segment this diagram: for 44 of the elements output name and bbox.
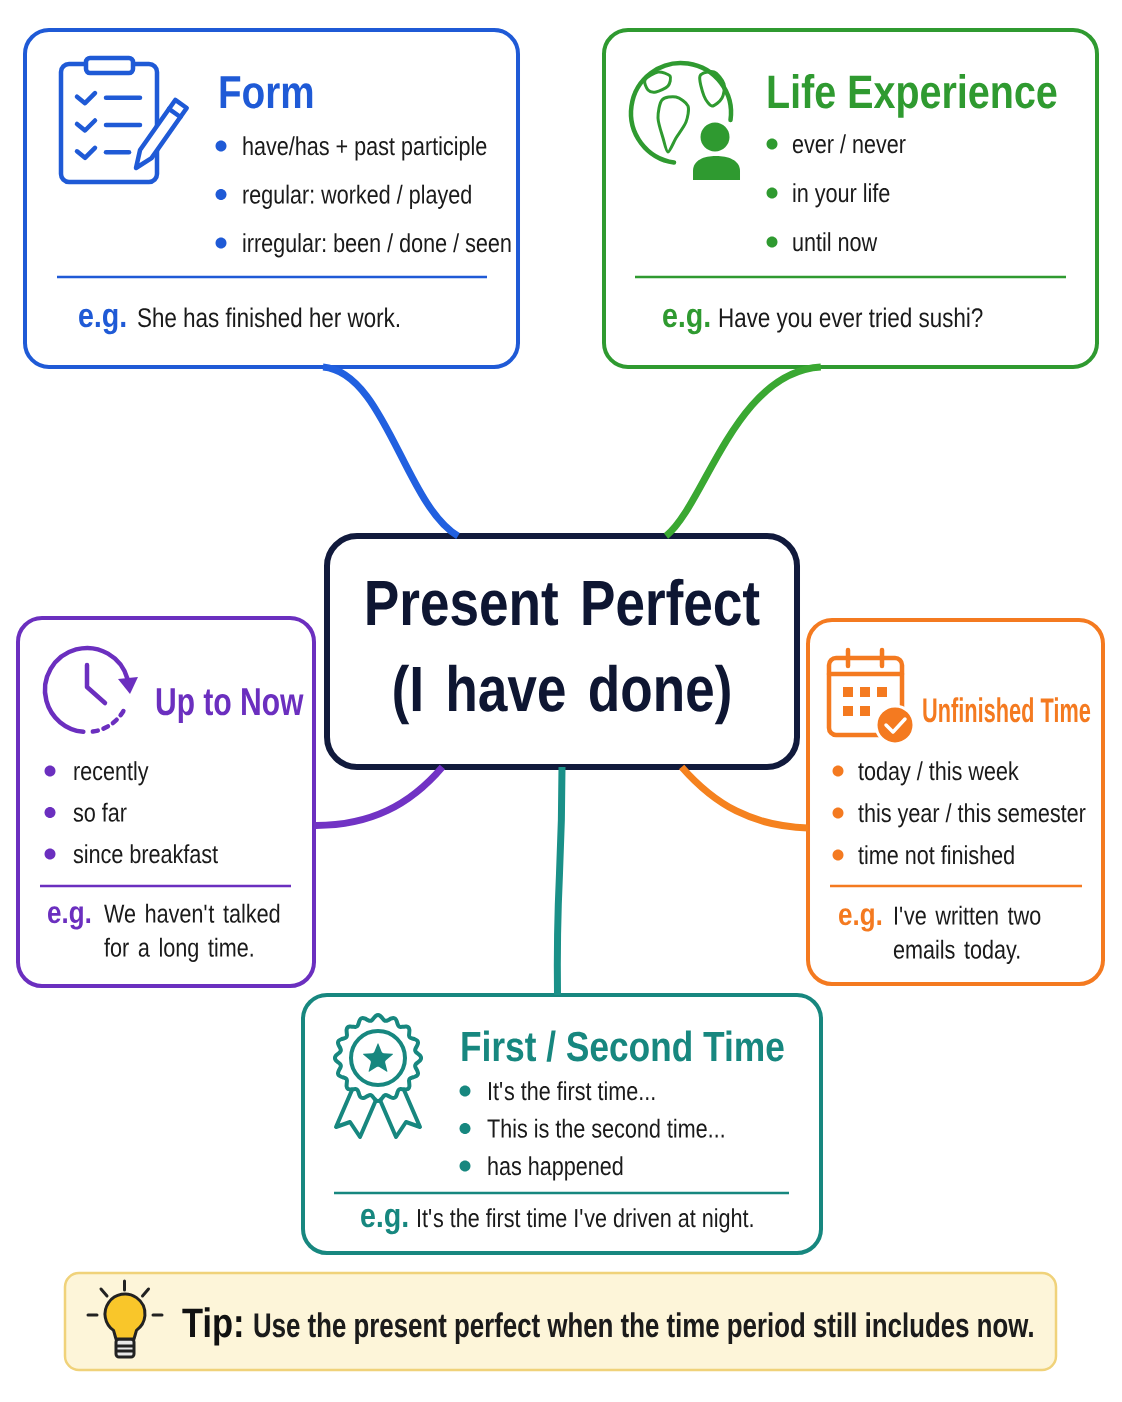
example-sentence: I've written two emails today. (893, 905, 1041, 964)
example-label: e.g. (361, 1208, 408, 1235)
bullet-item: have/has + past participle (243, 136, 487, 161)
bullet-item: recently (74, 761, 149, 786)
bullet-item: This is the second time... (487, 1118, 724, 1138)
example-label: e.g. (839, 908, 882, 932)
bullet-item: regular: worked / played (243, 184, 471, 209)
card-title: Life Experience (768, 73, 1057, 118)
example-sentence: We haven't talked for a long time. (104, 903, 280, 962)
connector-line (663, 363, 822, 539)
bullet-item: ever / never (792, 134, 906, 154)
example-label: e.g. (48, 906, 91, 930)
bullet-item: today / this week (858, 761, 1019, 786)
topic-card (301, 993, 823, 1255)
card-title: Unfinished Time (923, 697, 1091, 723)
topic-card (806, 618, 1105, 986)
topic-card (16, 616, 316, 988)
example-label: e.g. (663, 308, 710, 335)
topic-card (602, 28, 1099, 369)
card-title: Form (220, 76, 313, 109)
title-box: Present Perfect (I have done) (324, 533, 800, 770)
example-label: e.g. (79, 308, 126, 335)
example-sentence: She has finished her work. (138, 307, 399, 328)
connector-line (322, 363, 461, 539)
bullet-item: has happened (488, 1156, 623, 1181)
bullet-item: time not finished (858, 845, 1014, 865)
connector-line (313, 764, 445, 829)
tip-text: Use the present perfect when the time period still includes now. (254, 1312, 1033, 1345)
bullet-item: It's the first time... (489, 1081, 655, 1101)
bullet-item: this year / this semester (858, 803, 1086, 828)
topic-card (23, 28, 520, 369)
connector-line (679, 764, 809, 832)
tip-box (63, 1271, 1058, 1372)
example-sentence: It's the first time I've driven at night. (418, 1208, 753, 1233)
card-title: First / Second Time (462, 1030, 784, 1062)
bullet-item: since breakfast (73, 844, 218, 864)
bullet-item: in your life (793, 183, 890, 208)
bullet-item: until now (793, 232, 878, 252)
connector-line (553, 766, 566, 995)
bullet-item: so far (73, 802, 127, 822)
bullet-item: irregular: been / done / seen (243, 233, 511, 258)
tip-label: Tip: (182, 1307, 242, 1346)
example-sentence: Have you ever tried sushi? (719, 307, 983, 333)
card-title: Up to Now (156, 688, 304, 724)
